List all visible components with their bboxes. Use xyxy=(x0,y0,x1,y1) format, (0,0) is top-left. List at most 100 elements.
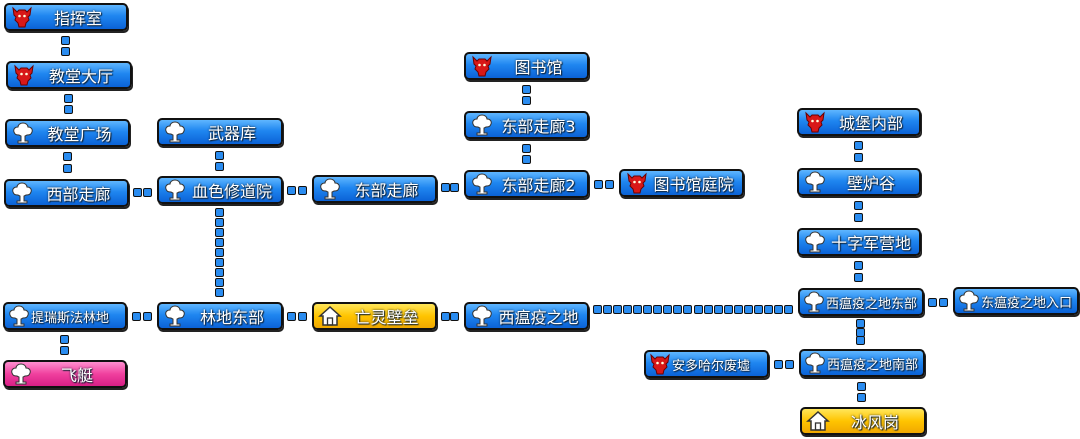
connector-dot xyxy=(753,305,763,314)
connector-dot xyxy=(857,381,866,391)
connector-dot xyxy=(783,305,793,314)
node-label: 东瘟疫之地入口 xyxy=(981,295,1073,311)
connector-dot xyxy=(61,46,70,56)
map-node[interactable]: 图书馆 xyxy=(464,52,589,80)
map-node[interactable]: 东瘟疫之地入口 xyxy=(953,287,1079,315)
map-node[interactable]: 东部走廊 xyxy=(312,175,437,203)
node-label: 东部走廊 xyxy=(354,181,419,200)
connector-dot xyxy=(604,179,614,189)
connector-dot xyxy=(854,141,863,150)
tree-icon xyxy=(957,289,981,313)
connector-dot xyxy=(215,288,224,297)
connector-dot xyxy=(60,345,69,355)
node-label: 武器库 xyxy=(207,124,256,143)
map-node[interactable]: 安多哈尔废墟 xyxy=(644,350,769,378)
connector-dot xyxy=(450,182,460,192)
tree-icon xyxy=(802,290,826,314)
node-label: 东部走廊2 xyxy=(501,176,576,195)
connector-dot xyxy=(683,305,693,314)
map-node[interactable]: 武器库 xyxy=(157,118,283,146)
node-label: 西瘟疫之地东部 xyxy=(826,296,918,312)
map-node[interactable]: 十字军营地 xyxy=(797,228,921,256)
map-node[interactable]: 血色修道院 xyxy=(157,176,283,204)
connector-dot xyxy=(440,182,450,192)
connector-dot xyxy=(62,152,72,161)
connector-dot xyxy=(215,150,224,160)
connector-dot xyxy=(856,319,865,329)
connector-dot xyxy=(61,35,70,45)
connector-dot xyxy=(773,305,783,314)
node-label: 林地东部 xyxy=(199,308,264,327)
connector-dot xyxy=(297,185,307,195)
connector-dot xyxy=(643,305,653,314)
connector-dot xyxy=(287,312,297,321)
node-label: 十字军营地 xyxy=(830,234,911,253)
map-node[interactable]: 冰风岗 xyxy=(800,407,926,435)
connector-dot xyxy=(613,305,623,314)
connector-dot xyxy=(663,305,673,314)
connector-dot xyxy=(215,161,224,171)
map-node[interactable]: 亡灵壁垒 xyxy=(312,302,437,330)
map-node[interactable]: 壁炉谷 xyxy=(797,168,921,196)
connector-dot xyxy=(703,305,713,314)
node-label: 教堂广场 xyxy=(47,125,112,144)
map-node[interactable]: 东部走廊2 xyxy=(464,170,589,198)
tree-icon xyxy=(803,230,827,254)
node-label: 西瘟疫之地南部 xyxy=(827,357,919,373)
connector-dot xyxy=(653,305,663,314)
connector-dot xyxy=(133,187,142,197)
connector-dot xyxy=(215,248,224,257)
connector-dot xyxy=(673,305,683,314)
connector-dot xyxy=(854,261,863,270)
dragon-icon xyxy=(470,54,494,78)
connector-dot xyxy=(593,179,603,189)
tree-icon xyxy=(470,172,494,196)
connector-dot xyxy=(521,143,531,153)
tree-icon xyxy=(163,178,187,202)
connector-dot xyxy=(938,297,948,307)
map-node[interactable]: 东部走廊3 xyxy=(464,111,589,139)
map-node[interactable]: 提瑞斯法林地 xyxy=(3,302,127,330)
connector-dot xyxy=(215,238,224,247)
connector-dot xyxy=(215,278,224,287)
tree-icon xyxy=(163,120,187,144)
node-label: 城堡内部 xyxy=(838,114,903,133)
connector-dot xyxy=(142,312,152,321)
connector-dot xyxy=(215,258,224,267)
map-node[interactable]: 西瘟疫之地南部 xyxy=(799,349,925,377)
connector-dot xyxy=(62,164,72,173)
node-label: 壁炉谷 xyxy=(846,174,895,193)
dragon-icon xyxy=(10,5,34,29)
map-node[interactable]: 指挥室 xyxy=(4,3,128,31)
dragon-icon xyxy=(803,110,827,134)
tree-icon xyxy=(470,304,494,328)
map-node[interactable]: 教堂广场 xyxy=(5,119,130,147)
map-node[interactable]: 城堡内部 xyxy=(797,108,921,136)
connector-dot xyxy=(521,155,531,165)
connector-dot xyxy=(928,297,938,307)
connector-dot xyxy=(297,312,307,321)
tree-icon xyxy=(470,113,494,137)
map-node[interactable]: 教堂大厅 xyxy=(6,61,132,89)
connector-dot xyxy=(723,305,733,314)
connector-dot xyxy=(713,305,723,314)
connector-dot xyxy=(215,218,224,227)
node-label: 图书馆 xyxy=(514,58,563,77)
connector-dot xyxy=(743,305,753,314)
tree-icon xyxy=(11,121,35,145)
map-node[interactable]: 林地东部 xyxy=(157,302,283,330)
map-node[interactable]: 西部走廊 xyxy=(4,179,129,207)
tree-icon xyxy=(163,304,187,328)
tree-icon xyxy=(10,181,34,205)
connector-dot xyxy=(733,305,743,314)
map-node[interactable]: 西瘟疫之地东部 xyxy=(798,288,924,316)
tree-icon xyxy=(7,304,31,328)
node-label: 东部走廊3 xyxy=(501,117,576,136)
connector-dot xyxy=(603,305,613,314)
connector-dot xyxy=(633,305,643,314)
map-node[interactable]: 图书馆庭院 xyxy=(619,169,744,197)
tree-icon xyxy=(803,170,827,194)
node-label: 血色修道院 xyxy=(191,182,272,201)
map-node[interactable]: 飞艇 xyxy=(3,360,127,388)
map-node[interactable]: 西瘟疫之地 xyxy=(464,302,589,330)
